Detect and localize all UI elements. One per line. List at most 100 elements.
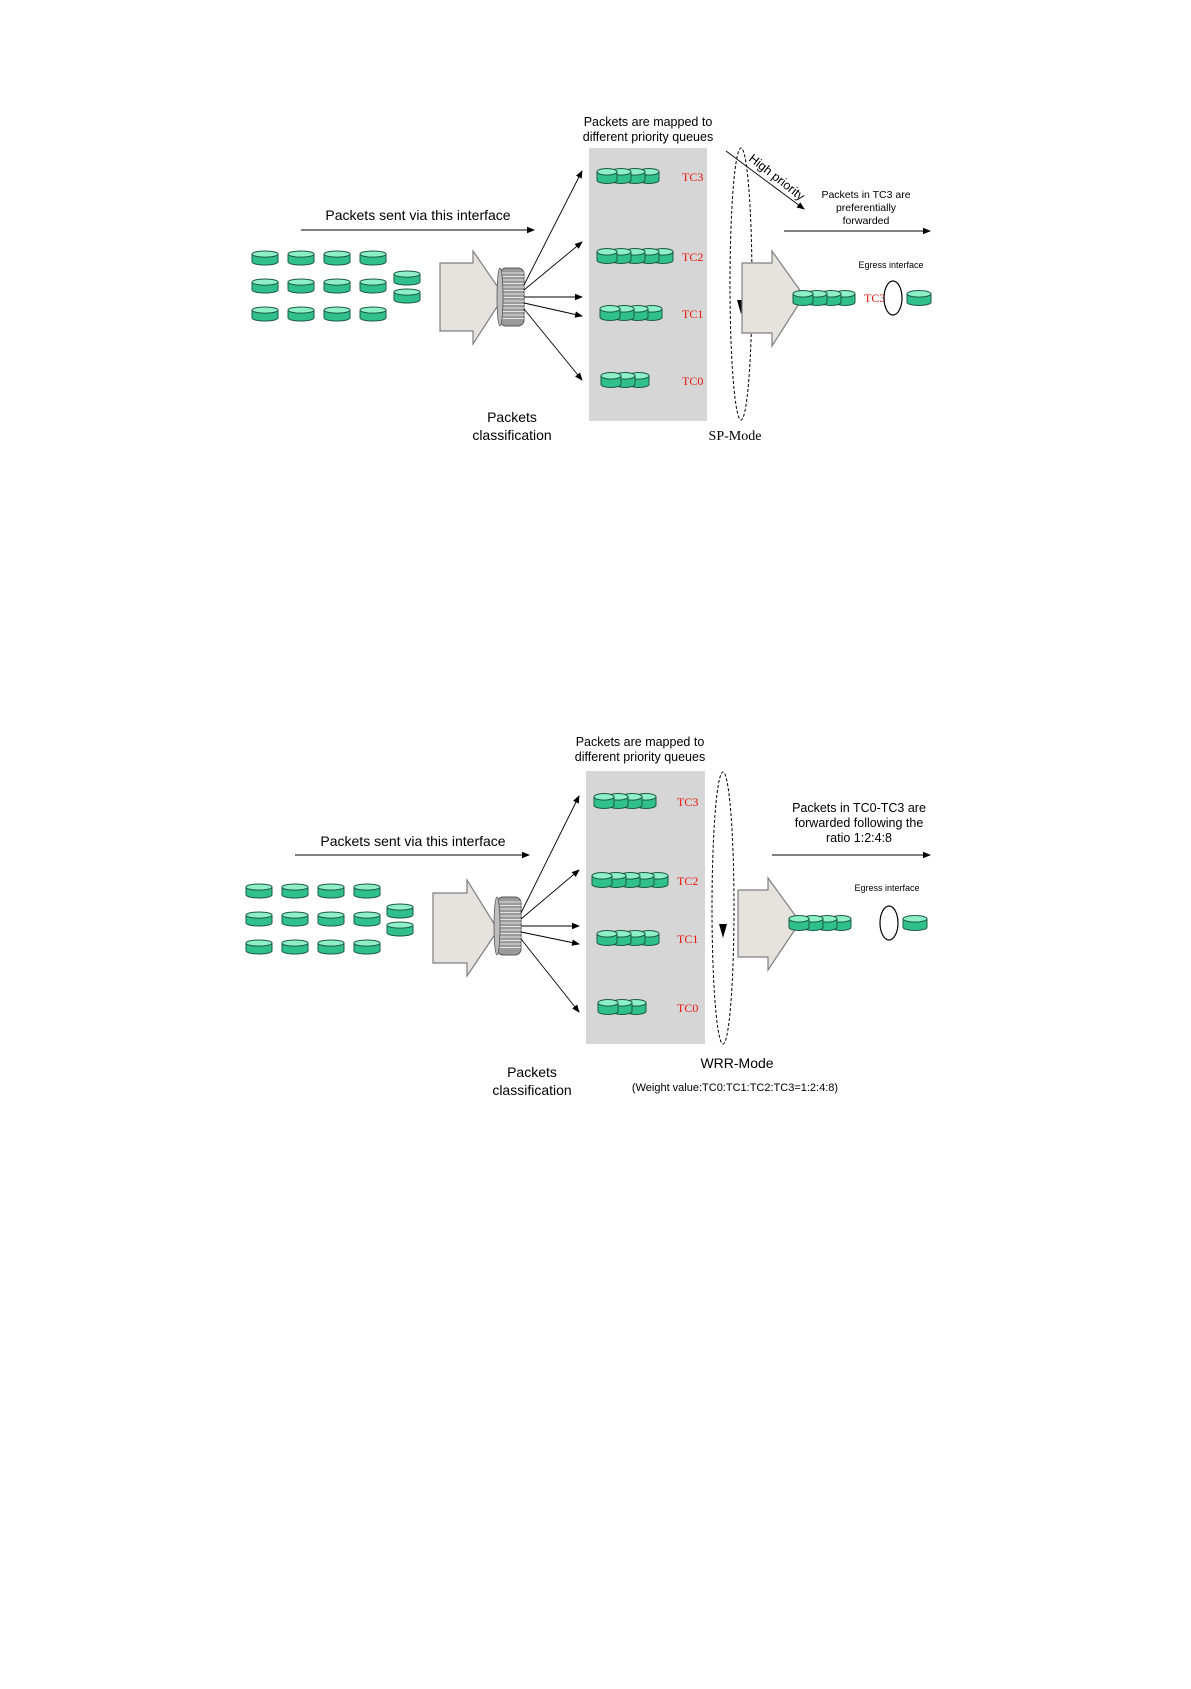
packet-icon [287, 306, 315, 322]
packet-icon [906, 290, 932, 306]
packet-icon [359, 278, 387, 294]
queue-label-tc2: TC2 [677, 874, 698, 888]
packet-icon [596, 168, 618, 184]
packet-icon [393, 288, 421, 304]
egress-packet [902, 915, 928, 931]
block-arrow-right [737, 876, 801, 972]
packet-icon [596, 930, 618, 946]
high-priority-label: High priority [746, 151, 808, 204]
queue-label-tc0: TC0 [682, 374, 703, 388]
mode-label: SP-Mode [709, 429, 762, 444]
classifier-icon [496, 267, 525, 327]
packet-icon [591, 872, 613, 888]
mapped-label-line1: Packets are mapped to [584, 115, 713, 129]
mapped-label-line2: different priority queues [575, 750, 705, 764]
packet-icon [317, 939, 345, 955]
packet-icon [251, 278, 279, 294]
classification-label-line2: classification [472, 427, 551, 443]
packet-icon [788, 915, 810, 931]
packet-stack [792, 290, 856, 306]
packet-icon [323, 306, 351, 322]
packet-icon [386, 903, 414, 919]
packet-stack [591, 872, 669, 888]
input-label: Packets sent via this interface [320, 833, 505, 849]
classifier-icon [493, 896, 522, 956]
output-label-line1: Packets in TC3 are [821, 189, 910, 201]
packet-icon [281, 939, 309, 955]
packet-icon [599, 305, 621, 321]
egress-label: Egress interface [854, 883, 919, 893]
mapped-label-line1: Packets are mapped to [576, 735, 705, 749]
output-label-line3: ratio 1:2:4:8 [826, 831, 892, 845]
packet-stack [596, 930, 660, 946]
packet-stack [593, 793, 657, 809]
priority-queue-area [586, 771, 705, 1044]
packet-icon [245, 911, 273, 927]
packet-icon [281, 911, 309, 927]
packet-icon [251, 250, 279, 266]
packet-stack [600, 372, 650, 388]
output-label-line1: Packets in TC0-TC3 are [792, 801, 926, 815]
block-arrow-left [439, 249, 505, 347]
packet-icon [597, 999, 619, 1015]
packet-icon [323, 250, 351, 266]
block-arrow-left [432, 877, 499, 978]
packet-icon [353, 939, 381, 955]
queue-label-tc0: TC0 [677, 1001, 698, 1015]
packet-icon [359, 306, 387, 322]
classification-label-line1: Packets [487, 409, 537, 425]
input-label: Packets sent via this interface [325, 207, 510, 223]
egress-packet [906, 290, 932, 306]
egress-ring [879, 905, 899, 941]
egress-queue [792, 290, 856, 306]
queue-label-tc1: TC1 [677, 932, 698, 946]
queue-label-tc1: TC1 [682, 307, 703, 321]
packet-stack [599, 305, 663, 321]
egress-ring [883, 280, 903, 316]
queue-label-tc3: TC3 [682, 170, 703, 184]
packet-stack [597, 999, 647, 1015]
classification-label-line2: classification [492, 1082, 571, 1098]
packet-icon [281, 883, 309, 899]
queue-label-tc2: TC2 [682, 250, 703, 264]
incoming-packets-group [245, 883, 414, 955]
packet-icon [386, 921, 414, 937]
packet-icon [251, 306, 279, 322]
mode-note: (Weight value:TC0:TC1:TC2:TC3=1:2:4:8) [632, 1082, 838, 1094]
classification-label-line1: Packets [507, 1064, 557, 1080]
packet-icon [902, 915, 928, 931]
packet-icon [596, 248, 618, 264]
packet-icon [792, 290, 814, 306]
packet-icon [393, 270, 421, 286]
packet-icon [593, 793, 615, 809]
egress-tc-label: TC3 [864, 291, 885, 305]
packet-icon [353, 883, 381, 899]
packet-stack [788, 915, 852, 931]
packet-icon [245, 939, 273, 955]
egress-queue [788, 915, 852, 931]
packet-icon [353, 911, 381, 927]
packet-stack [596, 248, 674, 264]
sp-mode-diagram: Packets sent via this interface Packets … [251, 115, 932, 444]
fan-arrows [520, 795, 580, 1013]
wrr-mode-diagram: Packets sent via this interface Packets … [245, 735, 931, 1098]
packet-icon [323, 278, 351, 294]
scheduler-ring [711, 771, 735, 1045]
fan-arrows [523, 170, 583, 381]
packet-icon [359, 250, 387, 266]
incoming-packets-group [251, 250, 421, 322]
output-label-line2: preferentially [836, 202, 897, 214]
packet-icon [245, 883, 273, 899]
packet-icon [317, 883, 345, 899]
packet-icon [317, 911, 345, 927]
output-label-line2: forwarded following the [795, 816, 924, 830]
output-label-line3: forwarded [843, 215, 890, 227]
egress-label: Egress interface [858, 260, 923, 270]
queue-label-tc3: TC3 [677, 795, 698, 809]
packet-stack [596, 168, 660, 184]
mapped-label-line2: different priority queues [583, 130, 713, 144]
